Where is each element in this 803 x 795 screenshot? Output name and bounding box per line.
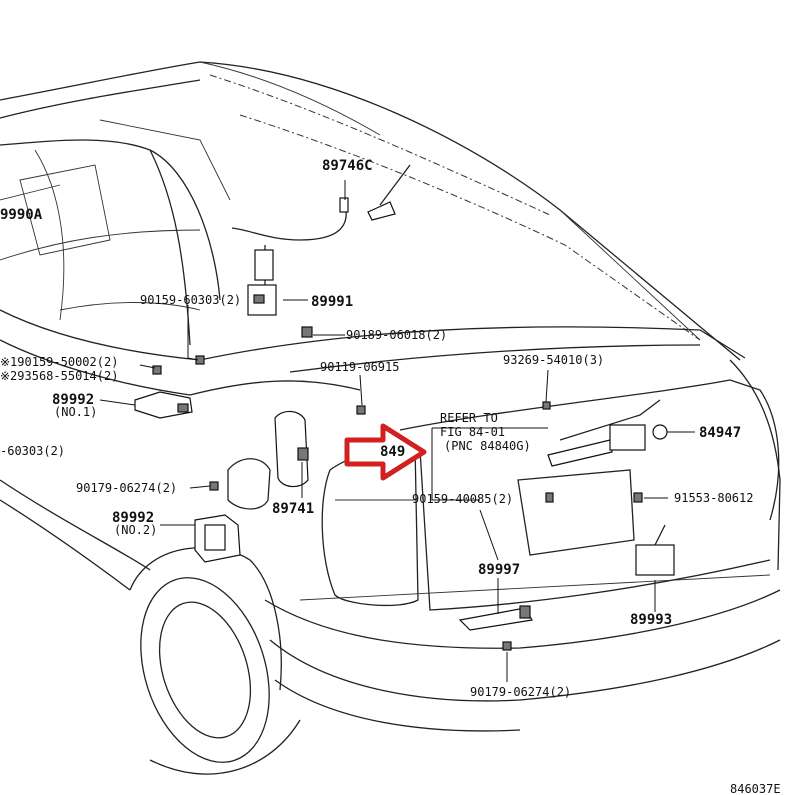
label-90119-06915: 90119-06915 bbox=[320, 360, 399, 374]
label-89991: 89991 bbox=[311, 294, 353, 310]
refer-note-line3: (PNC 84840G) bbox=[444, 439, 531, 453]
label-91553-80612: 91553-80612 bbox=[674, 491, 753, 505]
label-849-partial: 849 bbox=[380, 444, 405, 460]
label-90179-06274-left: 90179-06274(2) bbox=[76, 481, 177, 495]
label-93269-54010: 93269-54010(3) bbox=[503, 353, 604, 367]
figure-code: 846037E bbox=[730, 782, 781, 795]
label-89741: 89741 bbox=[272, 501, 314, 517]
label-89746c: 89746C bbox=[322, 158, 373, 174]
label-89992-no2-sub: (NO.2) bbox=[114, 523, 157, 537]
label-93568-55014: ※293568-55014(2) bbox=[0, 369, 118, 383]
handle-part bbox=[547, 399, 668, 467]
label-89992-no1: 89992 bbox=[52, 392, 94, 408]
refer-note-line1: REFER TO bbox=[440, 411, 498, 425]
sensor-part-89741 bbox=[274, 410, 309, 488]
leader-lines bbox=[99, 180, 695, 682]
clip-parts bbox=[152, 326, 643, 651]
label-60303-left: -60303(2) bbox=[0, 444, 65, 458]
label-90159-60303-top: 90159-60303(2) bbox=[140, 293, 241, 307]
label-90179-06274-bottom: 90179-06274(2) bbox=[470, 685, 571, 699]
switch-part-89997 bbox=[458, 605, 533, 631]
red-callout-arrow bbox=[344, 423, 427, 481]
label-90159-50002: ※190159-50002(2) bbox=[0, 355, 118, 369]
label-89997: 89997 bbox=[478, 562, 520, 578]
antenna-part-89746c bbox=[231, 164, 411, 241]
sensor-part-89992-no2 bbox=[194, 514, 241, 563]
label-89992-no1-sub: (NO.1) bbox=[54, 405, 97, 419]
label-89992-no2: 89992 bbox=[112, 510, 154, 526]
label-90189-06018: 90189-06018(2) bbox=[346, 328, 447, 342]
label-89990a: 9990A bbox=[0, 207, 43, 223]
label-90159-40085: 90159-40085(2) bbox=[412, 492, 513, 506]
car-body-outline bbox=[0, 61, 781, 775]
label-84947: 84947 bbox=[699, 425, 741, 441]
sensor-part-89992-no1 bbox=[134, 391, 193, 419]
module-part-89991 bbox=[247, 245, 277, 316]
refer-note-line2: FIG 84-01 bbox=[440, 425, 505, 439]
controller-part-89993 bbox=[635, 524, 675, 576]
label-89993: 89993 bbox=[630, 612, 672, 628]
